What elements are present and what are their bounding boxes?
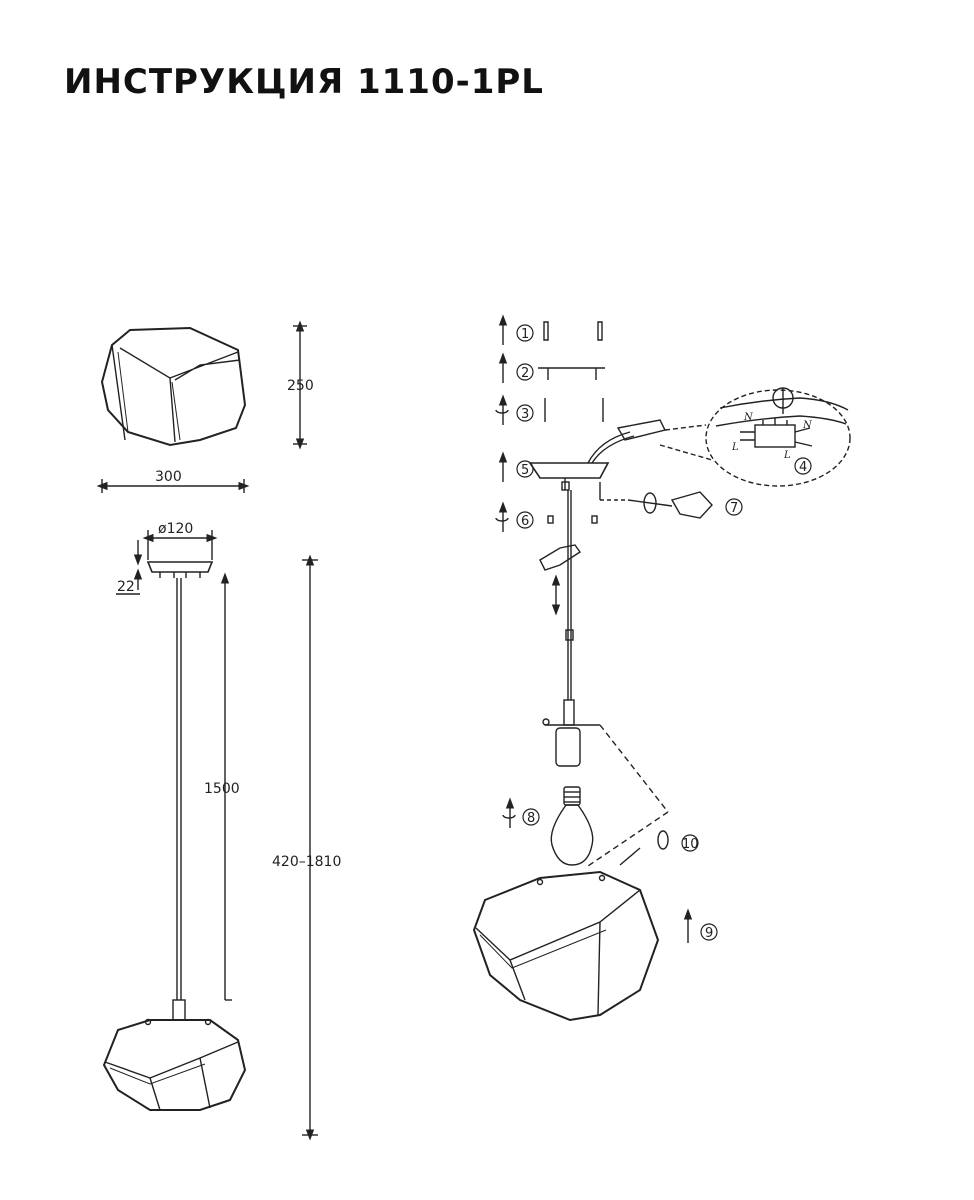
- shade-assembly-view: [472, 870, 660, 1022]
- shade-top-view: [100, 326, 247, 447]
- screwdriver-step-7: [627, 491, 713, 519]
- step-3-label: 3: [521, 407, 529, 422]
- pendant-side-view: [102, 561, 247, 1111]
- canopy-tray: [528, 419, 667, 501]
- step-8-label: 8: [527, 811, 535, 826]
- wire-label-l-left: L: [731, 442, 739, 453]
- label-shade-width: 300: [155, 469, 182, 485]
- step-10-label: 10: [682, 837, 699, 852]
- dimension-cable-length: [220, 572, 232, 1001]
- ceiling-anchors: [538, 321, 605, 524]
- light-bulb: [550, 786, 594, 866]
- dimension-canopy-height: [116, 540, 143, 595]
- step-4-label: 4: [799, 460, 807, 475]
- dimension-shade-width: [96, 479, 250, 493]
- label-cable-length: 1500: [204, 781, 240, 797]
- page-title: ИНСТРУКЦИЯ 1110-1PL: [64, 62, 544, 102]
- label-canopy-height: 22: [117, 579, 135, 595]
- step-9-label: 9: [705, 926, 713, 941]
- dimension-shade-height: [293, 320, 307, 450]
- step-5-label: 5: [521, 463, 529, 478]
- wire-label-l-right: L: [783, 450, 791, 461]
- label-total-height: 420–1810: [272, 854, 341, 870]
- pendant-assembly: [539, 490, 669, 869]
- wire-label-n-left: N: [743, 412, 754, 423]
- step-6-label: 6: [521, 514, 529, 529]
- label-canopy-diameter: ø120: [158, 521, 193, 537]
- dimension-total-height: [302, 554, 318, 1141]
- step-2-label: 2: [521, 366, 529, 381]
- shade-screw: [619, 830, 669, 866]
- dimension-canopy-diameter: [142, 530, 218, 560]
- wire-label-n-right: N: [802, 420, 813, 431]
- step-7-label: 7: [730, 501, 738, 516]
- step-1-label: 1: [521, 327, 529, 342]
- step-arrows: [495, 314, 693, 943]
- label-shade-height: 250: [287, 378, 314, 394]
- wiring-detail: [659, 387, 851, 487]
